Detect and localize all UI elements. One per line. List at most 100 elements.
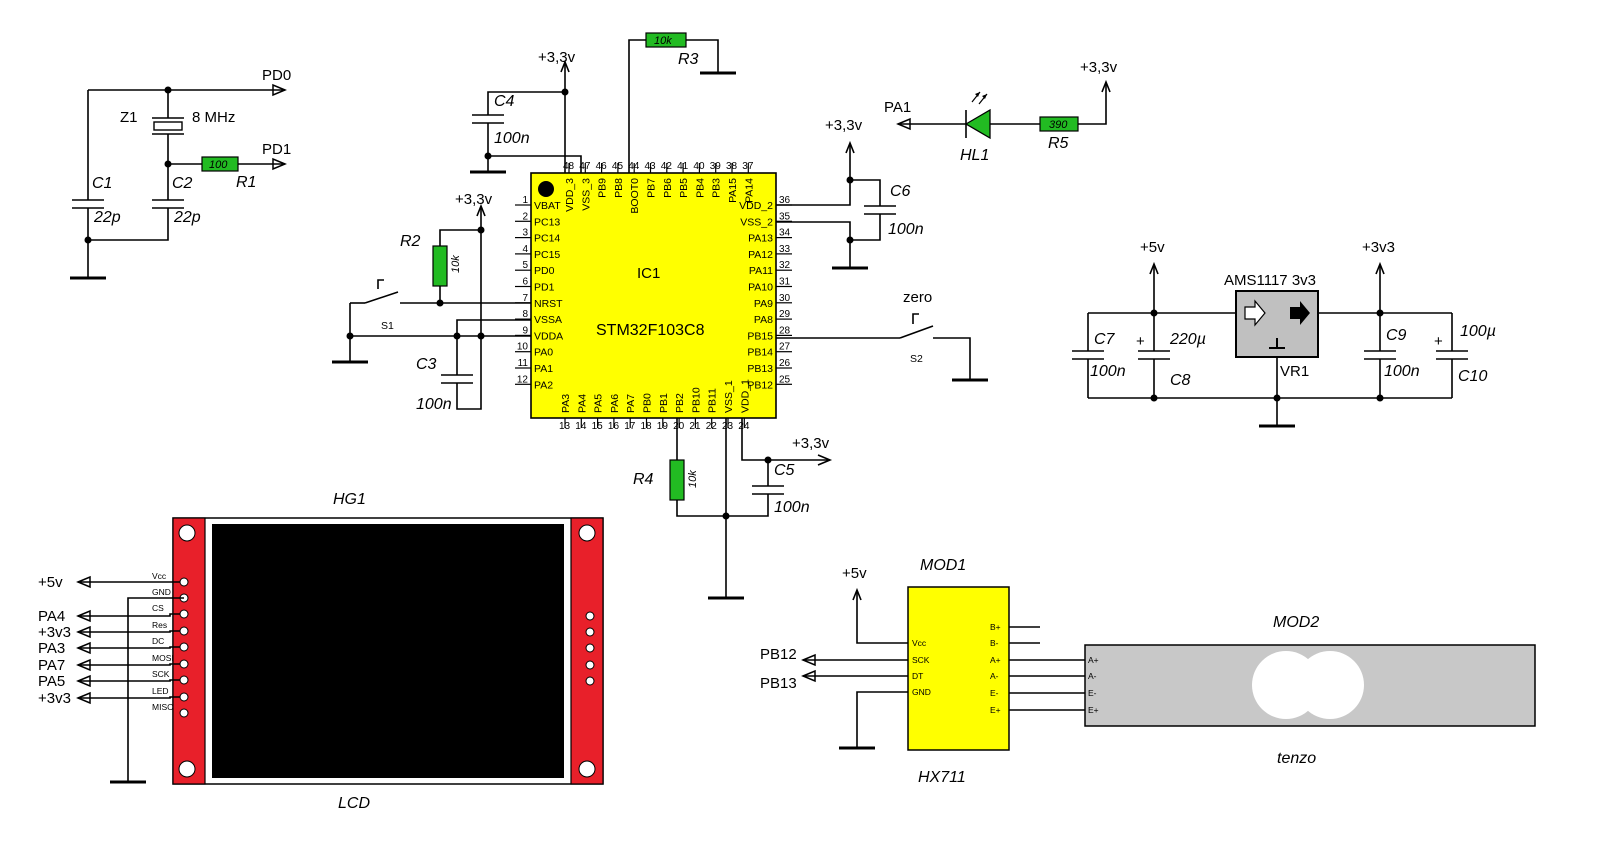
lcd-net-wire [78,679,180,682]
mcu-pin-num-20: 20 [673,421,685,432]
mcu-pin-name-17: PA7 [625,394,637,413]
mcu-pin-name-41: PB5 [678,178,690,198]
lcd-right-hole [585,627,595,637]
mcu-pin-name-22: PB11 [707,388,719,413]
lcd-pin-name: MISO [152,702,174,712]
lcd-right-hole [585,676,595,686]
led-supply-label: +3,3v [1080,59,1118,76]
v5-supply-label: +5v [1140,239,1165,256]
mcu-pin-name-36: VDD_2 [739,200,773,212]
mcu-pin-name-12: PA2 [534,379,553,391]
lcd-screen [212,524,564,778]
mcu-pin-name-31: PA10 [748,282,773,294]
lcd-pin-name: Res [152,620,167,630]
z1-frequency: 8 MHz [192,109,235,126]
mcu-pin-name-23: VSS_1 [723,380,735,413]
lcd-pin-hole [179,609,189,619]
lcd-pin-name: LED [152,686,169,696]
mcu-pin-num-34: 34 [779,228,791,239]
net-pa1: PA1 [884,99,911,116]
r3-value: 10k [654,35,672,47]
tenzo-pins: A+A-E-E+ [1088,655,1099,715]
mcu-pin-name-47: VSS_3 [580,178,592,211]
c2-value: 22p [173,209,201,226]
mcu-pin-num-17: 17 [624,421,636,432]
mcu-pin-name-26: PB13 [747,363,773,375]
s1-ref: S1 [381,320,394,332]
mcu-pin-name-27: PB14 [747,347,773,359]
mcu-pin-name-9: VDDA [534,330,563,342]
c8-value: 220µ [1169,331,1206,348]
lcd-pin-hole [179,577,189,587]
vdd1-supply-label: +3,3v [792,435,830,452]
hx711-pin-name: SCK [912,655,930,665]
mcu-pin-num-26: 26 [779,358,791,369]
mcu-pin-num-30: 30 [779,293,791,304]
c9-value: 100n [1384,363,1420,380]
lcd-net-wire [78,630,180,633]
hx711-pin-name: A- [990,671,999,681]
zero-button-section: zero S2 [776,289,988,382]
r2-ref: R2 [400,233,421,250]
mcu-pin-num-27: 27 [779,342,791,353]
mcu-pin-num-2: 2 [522,211,528,222]
vdd3-supply-label: +3,3v [538,49,576,66]
mcu-pin-num-44: 44 [628,161,640,172]
regulator-part: AMS1117 3v3 [1224,272,1316,289]
tenzo-ref: MOD2 [1273,614,1319,631]
tenzo-pin-name: A- [1088,671,1097,681]
lcd-pin-hole [179,626,189,636]
lcd-module: HG1 LCD VccGNDCSResDCMOSISCKLEDMISO+5vPA… [38,491,604,812]
vr1-ref: VR1 [1280,363,1309,380]
mcu-pin-num-3: 3 [522,228,528,239]
mcu-pin-name-16: PA6 [609,394,621,413]
mcu-pin-num-19: 19 [657,421,669,432]
mcu-pin-name-2: PC13 [534,216,560,228]
mcu-pin-num-40: 40 [693,161,705,172]
mcu-pin-num-25: 25 [779,374,791,385]
c4-value: 100n [494,130,530,147]
r5-ref: R5 [1048,135,1069,152]
c3-value: 100n [416,396,452,413]
hx711-pin-name: DT [912,671,923,681]
mcu-pin-name-42: PB6 [662,178,674,198]
hx711-pin-name: B- [990,638,999,648]
lcd-pin-name: CS [152,603,164,613]
c10-plus: + [1434,333,1443,350]
mcu-pin-name-18: PB0 [642,393,654,413]
mcu-pin-num-47: 47 [579,161,591,172]
mcu-pin-name-6: PD1 [534,282,555,294]
lcd-pin-hole [179,708,189,718]
mcu-pin-name-8: VSSA [534,314,562,326]
c5-ref: C5 [774,462,795,479]
hx711-pin-name: E- [990,688,999,698]
c5-value: 100n [774,499,810,516]
mcu-part: STM32F103C8 [596,322,705,339]
mcu-pin-name-3: PC14 [534,233,560,245]
mcu-pin-num-21: 21 [689,421,701,432]
mcu-pin-num-32: 32 [779,260,791,271]
lcd-left-strip [172,517,206,785]
lcd-pin-hole [179,642,189,652]
mcu-pin-num-45: 45 [612,161,624,172]
hx711-body [907,586,1010,751]
lcd-net-arrow [76,658,91,672]
mcu-pin-name-43: PB7 [646,178,658,198]
lcd-pin-hole [179,675,189,685]
mcu-pin-num-10: 10 [517,342,529,353]
lcd-net-arrow [76,625,91,639]
lcd-net-wire [78,613,180,617]
r4-resistor [669,459,685,501]
mcu-pins: 48VDD_347VSS_346PB945PB844BOOT043PB742PB… [515,161,792,432]
lcd-net-label: PA3 [38,640,65,657]
z1-ref: Z1 [120,109,138,126]
mcu-pin-num-4: 4 [522,244,528,255]
mcu-pin-name-11: PA1 [534,363,553,375]
bottom-decoupling: 10k R4 +3,3v C5 100n [633,418,833,600]
mcu-pin-num-36: 36 [779,195,791,206]
hx711-pin-name: GND [912,687,931,697]
lcd-net-arrow [76,641,91,655]
mcu-pin-num-38: 38 [726,161,738,172]
